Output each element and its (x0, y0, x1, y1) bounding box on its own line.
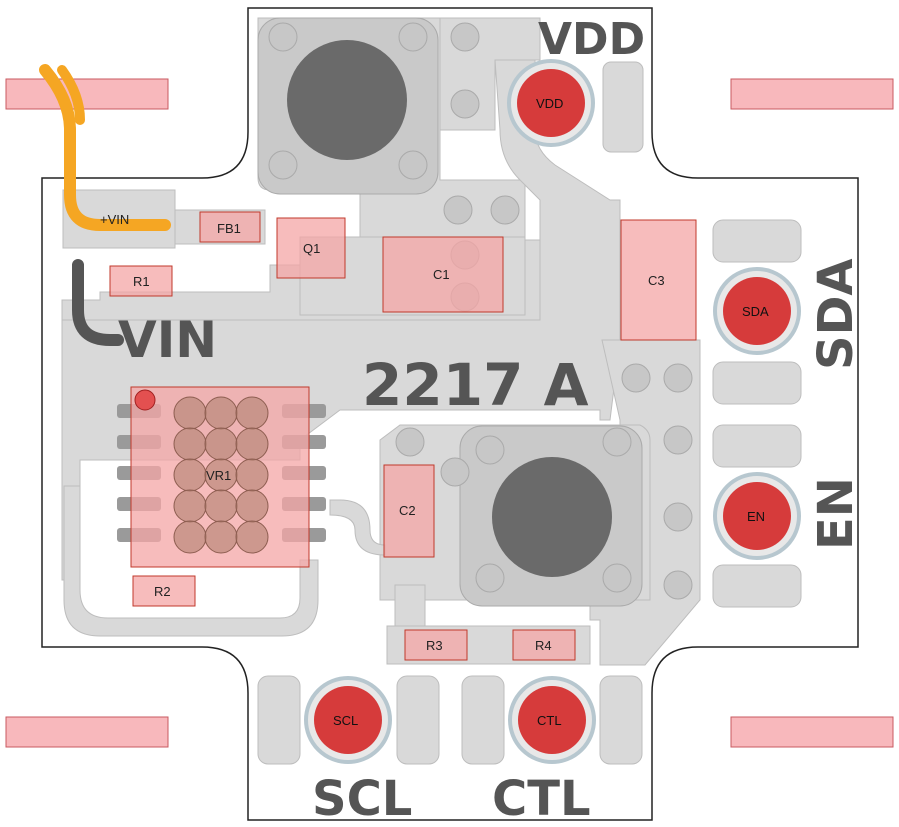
r1-label: R1 (133, 274, 150, 289)
r2-body (132, 575, 196, 607)
vin-wire (39, 64, 171, 231)
en-silk: EN (808, 477, 864, 550)
tp-scl-label: SCL (333, 713, 358, 728)
fb1-label: FB1 (217, 221, 241, 236)
testpoint-sda (713, 267, 801, 355)
q1-label: Q1 (303, 241, 320, 256)
r4-body (512, 629, 576, 661)
ground-wire (72, 259, 124, 346)
r2-label: R2 (154, 584, 171, 599)
tp-sda-label: SDA (742, 304, 769, 319)
marking-label: 2217 A (362, 351, 589, 419)
c1-body (382, 236, 504, 313)
vias (268, 22, 693, 600)
vr1-label: VR1 (206, 468, 231, 483)
ctl-silk: CTL (492, 771, 591, 827)
tp-en-label: EN (747, 509, 765, 524)
c2-label: C2 (399, 503, 416, 518)
vdd-silk: VDD (538, 14, 645, 65)
r1-body (109, 265, 173, 297)
sda-silk: SDA (808, 258, 864, 370)
keepout-bottom-left (5, 716, 169, 748)
vin-silk: VIN (118, 311, 217, 369)
c3-label: C3 (648, 273, 665, 288)
testpoint-scl (304, 676, 392, 764)
c3-body (620, 219, 697, 341)
tp-vdd-label: VDD (536, 96, 563, 111)
fb1-body (199, 211, 261, 243)
keepout-top-left (5, 78, 169, 110)
c2-body (383, 464, 435, 558)
r3-body (404, 629, 468, 661)
mounting-pads (257, 17, 643, 607)
tp-ctl-label: CTL (537, 713, 562, 728)
test-points (304, 59, 801, 764)
vin-pad-label: +VIN (100, 212, 129, 227)
keepout-bottom-right (730, 716, 894, 748)
keepout-top-right (730, 78, 894, 110)
q1-body (276, 217, 346, 279)
vr1-pin1-marker (134, 389, 156, 411)
vr1-thermal-vias (173, 396, 269, 554)
vin-wire-end (57, 65, 85, 125)
scl-silk: SCL (312, 771, 412, 827)
r4-label: R4 (535, 638, 552, 653)
testpoint-vdd (507, 59, 595, 147)
c1-label: C1 (433, 267, 450, 282)
r3-label: R3 (426, 638, 443, 653)
testpoint-en (713, 472, 801, 560)
testpoint-ctl (508, 676, 596, 764)
